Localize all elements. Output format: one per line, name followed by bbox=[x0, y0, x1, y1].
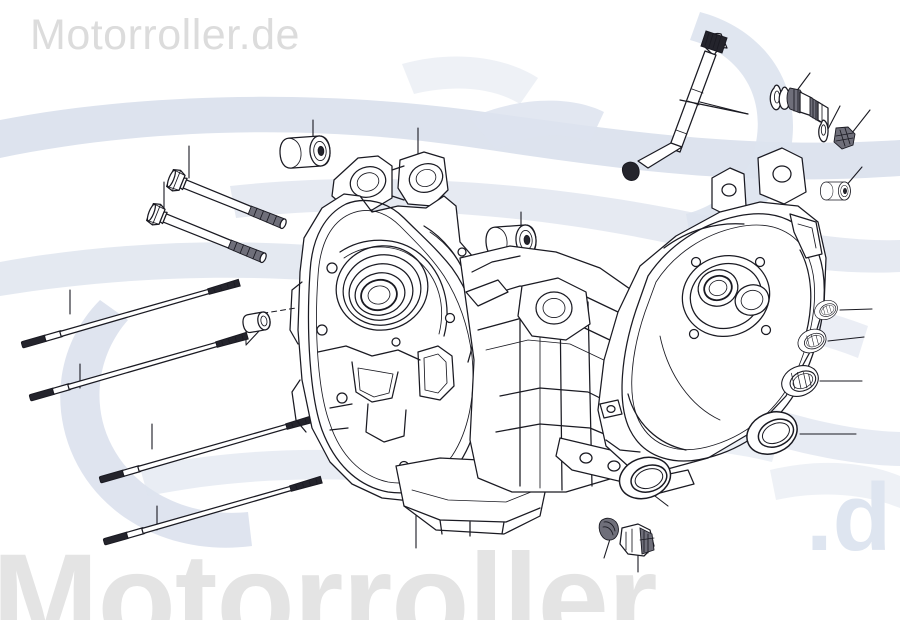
watermark-bottom-text: Motorroller bbox=[0, 528, 658, 620]
dipstick-tube bbox=[621, 30, 749, 181]
long-stud-1 bbox=[20, 278, 241, 349]
long-stud-3 bbox=[98, 413, 319, 484]
sealing-washer bbox=[598, 517, 619, 541]
hex-plug bbox=[833, 126, 856, 150]
leader-dowel-left bbox=[245, 329, 261, 346]
leader-small-washer bbox=[827, 105, 841, 130]
dipstick-oring bbox=[621, 161, 640, 181]
leader-washer-bottom bbox=[603, 538, 611, 559]
long-stud-2 bbox=[28, 331, 249, 402]
long-stud-4 bbox=[102, 475, 323, 546]
leader-bearing-2 bbox=[827, 336, 865, 342]
bearings-seals-group bbox=[609, 296, 841, 511]
bearing-small-2 bbox=[793, 324, 831, 358]
rubber-bushing-front bbox=[278, 134, 332, 170]
fasteners-left-group bbox=[20, 166, 323, 546]
bearing-medium bbox=[776, 359, 824, 403]
bolt-with-washers bbox=[769, 84, 829, 127]
drain-plug bbox=[619, 523, 655, 557]
watermark-top-text: Motorroller.de bbox=[30, 11, 300, 59]
watermark-right-text: .d bbox=[806, 464, 892, 571]
leader-bearing-1 bbox=[839, 308, 873, 311]
rubber-bushing-rear bbox=[820, 181, 851, 201]
dowel-pin-left bbox=[242, 311, 271, 334]
small-washer bbox=[818, 119, 829, 143]
bearing-small-1 bbox=[811, 296, 841, 324]
